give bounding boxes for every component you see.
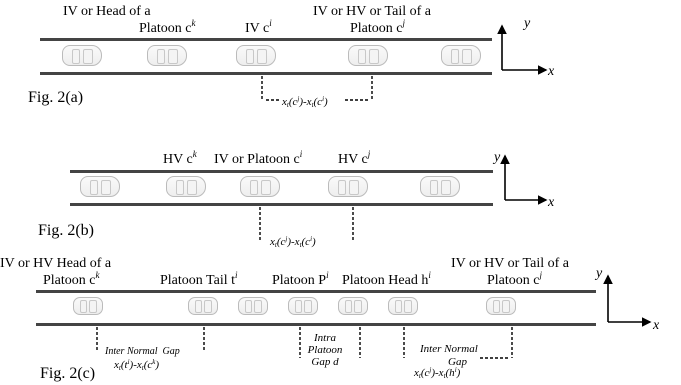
c-gap-arrows [96, 327, 513, 359]
c-right-label-line1: IV or HV or Tail of a [451, 256, 570, 271]
c-intra-label: Intra Platoon Gap d [307, 332, 343, 368]
a-x-axis-label: x [548, 64, 555, 79]
c-car-7 [486, 297, 516, 315]
b-car-4 [328, 176, 368, 197]
a-tail-label-line1: IV or HV or Tail of a [313, 4, 432, 19]
c-gap2-formula: xt(cj)-xt(hi) [414, 366, 461, 380]
c-road-top [36, 290, 596, 293]
a-road-top [40, 38, 492, 41]
c-right-label-line2: Platoon cj [487, 270, 543, 289]
c-car-3 [238, 297, 268, 315]
a-fig-label: Fig. 2(a) [28, 89, 84, 106]
c-axis-icon [603, 274, 652, 327]
a-distance-label: xt(cj)-xt(ci) [282, 95, 328, 109]
c-car-5 [338, 297, 368, 315]
c-gap2-label-line2: Gap [448, 356, 467, 368]
c-car-1 [73, 297, 103, 315]
c-road-bottom [36, 323, 596, 326]
c-tail-label: Platoon Tail ti [160, 270, 238, 289]
b-axis-icon [500, 154, 548, 205]
c-head-label-line1: IV or HV Head of a [0, 256, 112, 271]
a-car-5 [441, 45, 481, 66]
c-gap1-label: Inter Normal Gap [105, 346, 180, 357]
a-iv-label: IV ci [245, 18, 272, 37]
c-y-axis-label: y [596, 266, 603, 281]
b-hv-j-label: HV cj [338, 149, 371, 168]
c-car-4 [288, 297, 318, 315]
b-car-3 [240, 176, 280, 197]
c-head-label-line2: Platoon ck [43, 270, 100, 289]
b-road-top [70, 170, 493, 173]
b-car-1 [80, 176, 120, 197]
b-y-axis-label: y [494, 150, 501, 165]
a-car-1 [62, 45, 102, 66]
a-tail-label-line2: Platoon cj [350, 18, 406, 37]
a-distance-arrow [261, 76, 373, 101]
b-car-2 [166, 176, 206, 197]
a-car-3 [236, 45, 276, 66]
c-platoon-head-label: Platoon Head hi [342, 270, 431, 289]
b-fig-label: Fig. 2(b) [38, 222, 94, 239]
a-head-label-line1: IV or Head of a [63, 4, 151, 19]
b-distance-arrow [259, 207, 354, 240]
a-axis-icon [497, 24, 548, 75]
b-hv-k-label: HV ck [163, 149, 197, 168]
c-fig-label: Fig. 2(c) [40, 365, 96, 382]
a-head-label-line2: Platoon ck [139, 18, 196, 37]
c-x-axis-label: x [653, 318, 660, 333]
c-car-2 [188, 297, 218, 315]
c-gap1-formula: xt(ti)-xt(ck) [114, 358, 160, 372]
a-y-axis-label: y [524, 16, 531, 31]
c-platoon-label: Platoon Pi [272, 270, 329, 289]
a-car-4 [348, 45, 388, 66]
b-distance-label: xt(cj)-xt(ci) [270, 235, 316, 249]
b-iv-platoon-label: IV or Platoon ci [214, 149, 303, 168]
b-x-axis-label: x [548, 195, 555, 210]
a-road-bottom [40, 72, 492, 75]
c-car-6 [388, 297, 418, 315]
a-car-2 [147, 45, 187, 66]
b-road-bottom [70, 203, 493, 206]
b-car-5 [420, 176, 460, 197]
c-gap2-label: Inter Normal [420, 343, 478, 355]
